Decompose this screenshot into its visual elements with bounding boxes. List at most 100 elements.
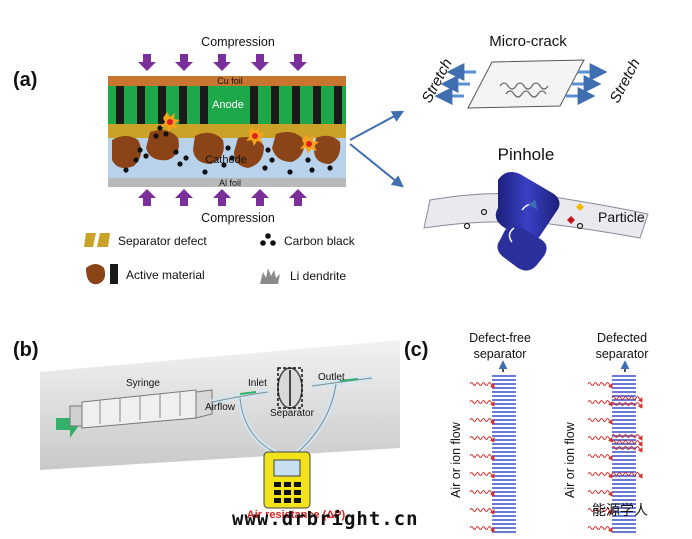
flow-axis-label-right: Air or ion flow xyxy=(563,421,577,498)
outlet-flow-arrow xyxy=(339,378,359,382)
flow-arrow xyxy=(469,454,495,461)
flow-axis-label-left: Air or ion flow xyxy=(449,421,463,498)
flow-arrow xyxy=(587,436,613,443)
panel-a-label: (a) xyxy=(13,69,37,91)
legend-separator-defect: Separator defect xyxy=(118,234,207,248)
flow-arrow xyxy=(469,526,495,533)
micro-crack-title: Micro-crack xyxy=(489,33,567,50)
flow-arrow xyxy=(469,490,495,497)
battery-cell-stack: Cu foil Anode xyxy=(108,76,346,188)
active-material-bar-icon xyxy=(110,264,118,284)
pinhole-title: Pinhole xyxy=(498,145,555,164)
inlet-label: Inlet xyxy=(248,378,267,389)
flow-arrow xyxy=(469,508,495,515)
watermark-cn: 能源学人 xyxy=(592,503,648,519)
flow-arrow xyxy=(469,400,495,407)
flow-arrow xyxy=(611,402,643,409)
panel-c: (c) Defect-free separator Defected separ… xyxy=(404,331,649,533)
legend-carbon-black: Carbon black xyxy=(284,234,356,248)
compression-arrow-icon xyxy=(175,54,193,71)
separator-label: Separator xyxy=(270,408,315,419)
legend-li-dendrite: Li dendrite xyxy=(290,269,346,283)
outlet-label: Outlet xyxy=(318,372,345,383)
micro-crack-sheet xyxy=(467,59,585,109)
syringe-label: Syringe xyxy=(126,378,160,389)
particle-red-icon xyxy=(567,216,575,224)
separator-defect-icon xyxy=(84,233,96,247)
stretch-left-label: Stretch xyxy=(419,56,456,106)
flow-arrow xyxy=(469,472,495,479)
particle-label: Particle xyxy=(598,209,645,225)
flow-arrow xyxy=(611,472,643,479)
defected-title-2: separator xyxy=(596,347,649,361)
defect-free-title-1: Defect-free xyxy=(469,331,531,345)
active-material-icon xyxy=(86,264,106,285)
panel-b: (b) Syringe xyxy=(13,339,400,521)
stretch-arrows-right xyxy=(566,63,608,105)
anode-layer xyxy=(108,86,346,124)
defected-flow-arrows xyxy=(587,382,643,533)
flow-arrow xyxy=(587,508,613,515)
panel-a: (a) Compression Cu foil Anode xyxy=(13,33,649,285)
arrow-to-pinhole xyxy=(349,143,404,188)
flow-arrow xyxy=(611,434,643,441)
flow-arrow xyxy=(469,418,495,425)
flow-arrow xyxy=(587,490,613,497)
flow-arrow xyxy=(587,526,613,533)
flow-arrow xyxy=(587,454,613,461)
airflow-label: Airflow xyxy=(205,402,236,413)
cathode-label: Cathode xyxy=(205,154,247,166)
compression-arrow-icon xyxy=(251,54,269,71)
short-circuit-sparks xyxy=(161,112,319,154)
panel-c-label: (c) xyxy=(404,339,428,361)
air-resistance-label: Air resistance (ΔP) xyxy=(247,509,346,521)
separator-holder-icon xyxy=(277,367,303,409)
separator-layer xyxy=(108,124,346,138)
legend-active-material: Active material xyxy=(126,268,205,282)
pressure-gauge-icon xyxy=(263,451,311,509)
defected-separator-stack xyxy=(612,375,636,533)
compression-bottom-label: Compression xyxy=(201,211,275,225)
stretch-right-label: Stretch xyxy=(607,56,644,106)
compression-arrow-icon xyxy=(138,54,156,71)
flow-arrow xyxy=(587,418,613,425)
compression-arrow-icon xyxy=(289,54,307,71)
carbon-black-dots xyxy=(123,125,333,175)
pin-icon xyxy=(495,172,560,271)
flow-arrow xyxy=(611,446,643,453)
li-dendrite-icon xyxy=(260,268,280,284)
cu-foil-layer xyxy=(108,76,346,86)
arrow-to-micro-crack xyxy=(349,110,405,141)
gauge-screen xyxy=(273,459,301,477)
flow-arrow xyxy=(469,436,495,443)
gauge-keypad xyxy=(274,482,301,503)
crack-line xyxy=(505,90,547,98)
flow-arrow xyxy=(469,382,495,389)
flow-arrow xyxy=(587,400,613,407)
syringe-icon xyxy=(56,389,213,438)
anode-active-bars xyxy=(116,86,342,124)
defect-free-separator-stack xyxy=(492,375,516,533)
anode-label: Anode xyxy=(212,99,244,111)
flow-arrow xyxy=(587,382,613,389)
compression-arrow-icon xyxy=(213,54,231,71)
crack-line xyxy=(499,82,549,90)
carbon-black-icon xyxy=(260,233,276,246)
flow-arrow xyxy=(587,472,613,479)
compression-top-label: Compression xyxy=(201,35,275,49)
legend: Separator defect Carbon black Active mat… xyxy=(84,233,356,285)
separator-defect-icon xyxy=(97,233,110,247)
particle-yellow-icon xyxy=(576,203,584,211)
flow-arrow xyxy=(611,440,643,447)
al-foil-layer xyxy=(108,178,346,187)
airflow-tubes xyxy=(211,375,373,457)
cu-foil-label: Cu foil xyxy=(217,76,243,86)
stretch-arrows-left xyxy=(434,63,476,105)
panel-b-label: (b) xyxy=(13,339,39,361)
compression-arrows-top xyxy=(138,54,307,71)
al-foil-label: Al foil xyxy=(219,178,241,188)
watermark-url: www.drbright.cn xyxy=(232,508,419,530)
flow-arrow xyxy=(611,396,643,403)
compression-arrows-bottom xyxy=(138,189,307,206)
